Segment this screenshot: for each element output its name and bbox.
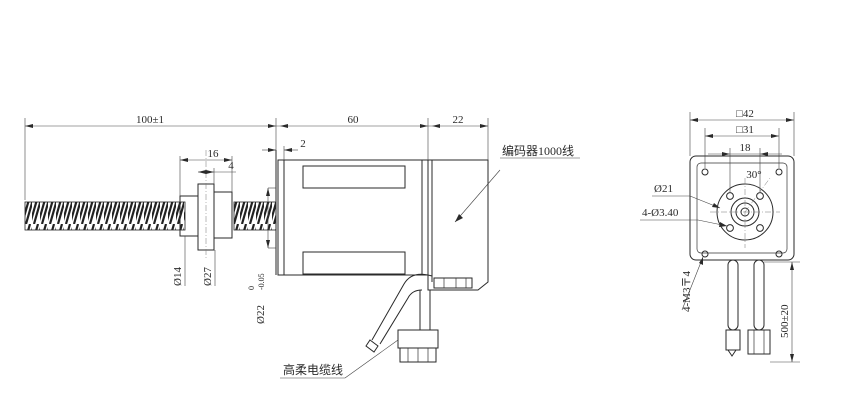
front-bearing xyxy=(710,177,780,248)
dim-holes-340: 4-Ø3.40 xyxy=(640,207,728,227)
dim-encoder-length: 22 xyxy=(428,114,489,160)
dim-text: Ø27 xyxy=(202,267,214,286)
dim-text: 2 xyxy=(300,138,306,150)
dim-text: 4-M3〒4 xyxy=(681,271,693,312)
dim-angle-30: 30° xyxy=(744,169,762,190)
dim-text: 100±1 xyxy=(136,114,164,126)
dim-text: 16 xyxy=(208,148,220,160)
side-view: 100±1 60 22 2 xyxy=(24,114,580,379)
dim-text: 4-Ø3.40 xyxy=(642,207,679,219)
dim-text: 18 xyxy=(740,142,752,154)
dim-body-length: 60 xyxy=(276,114,429,160)
screw-nut xyxy=(179,150,233,260)
dim-cable-length: 500±20 xyxy=(764,261,800,363)
motor-body xyxy=(275,150,489,291)
dim-nut-flange: 4 xyxy=(198,160,236,184)
dim-tolerance-upper: 0 xyxy=(247,286,256,290)
dim-text: □31 xyxy=(736,124,754,136)
dim-text: 30° xyxy=(746,169,761,181)
dim-nut-diameters: Ø14 Ø27 xyxy=(172,236,216,286)
front-cables xyxy=(725,259,771,357)
label-encoder: 编码器1000线 xyxy=(454,143,580,223)
label-text: 高柔电缆线 xyxy=(283,362,343,377)
front-view: □42 □31 18 30° xyxy=(640,108,800,363)
dim-width-18: 18 xyxy=(708,142,782,192)
dim-text: □42 xyxy=(736,108,754,120)
dim-mount-holes: 4-M3〒4 xyxy=(681,256,704,312)
dim-square-42: □42 xyxy=(689,108,795,156)
dim-pilot-diameter: Ø22 0 -0.05 xyxy=(247,187,276,324)
front-flange xyxy=(689,155,795,261)
dim-dia-21: Ø21 xyxy=(652,183,721,209)
dim-text: Ø22 xyxy=(255,305,267,324)
dim-text: Ø14 xyxy=(172,267,184,286)
lead-screw xyxy=(24,201,277,231)
label-text: 编码器1000线 xyxy=(502,143,574,158)
dim-flange-thickness: 2 xyxy=(262,138,306,160)
dim-text: 500±20 xyxy=(779,304,791,338)
dim-text: 4 xyxy=(228,160,234,172)
dim-screw-length: 100±1 xyxy=(24,114,277,200)
label-cable: 高柔电缆线 xyxy=(280,339,399,379)
dim-nut-width: 16 xyxy=(179,148,233,196)
cable xyxy=(365,273,439,363)
dim-square-31: □31 xyxy=(704,124,780,168)
dim-text: Ø21 xyxy=(654,183,673,195)
dim-text: 22 xyxy=(453,114,464,126)
dim-text: 60 xyxy=(348,114,360,126)
dim-tolerance-lower: -0.05 xyxy=(257,273,266,290)
